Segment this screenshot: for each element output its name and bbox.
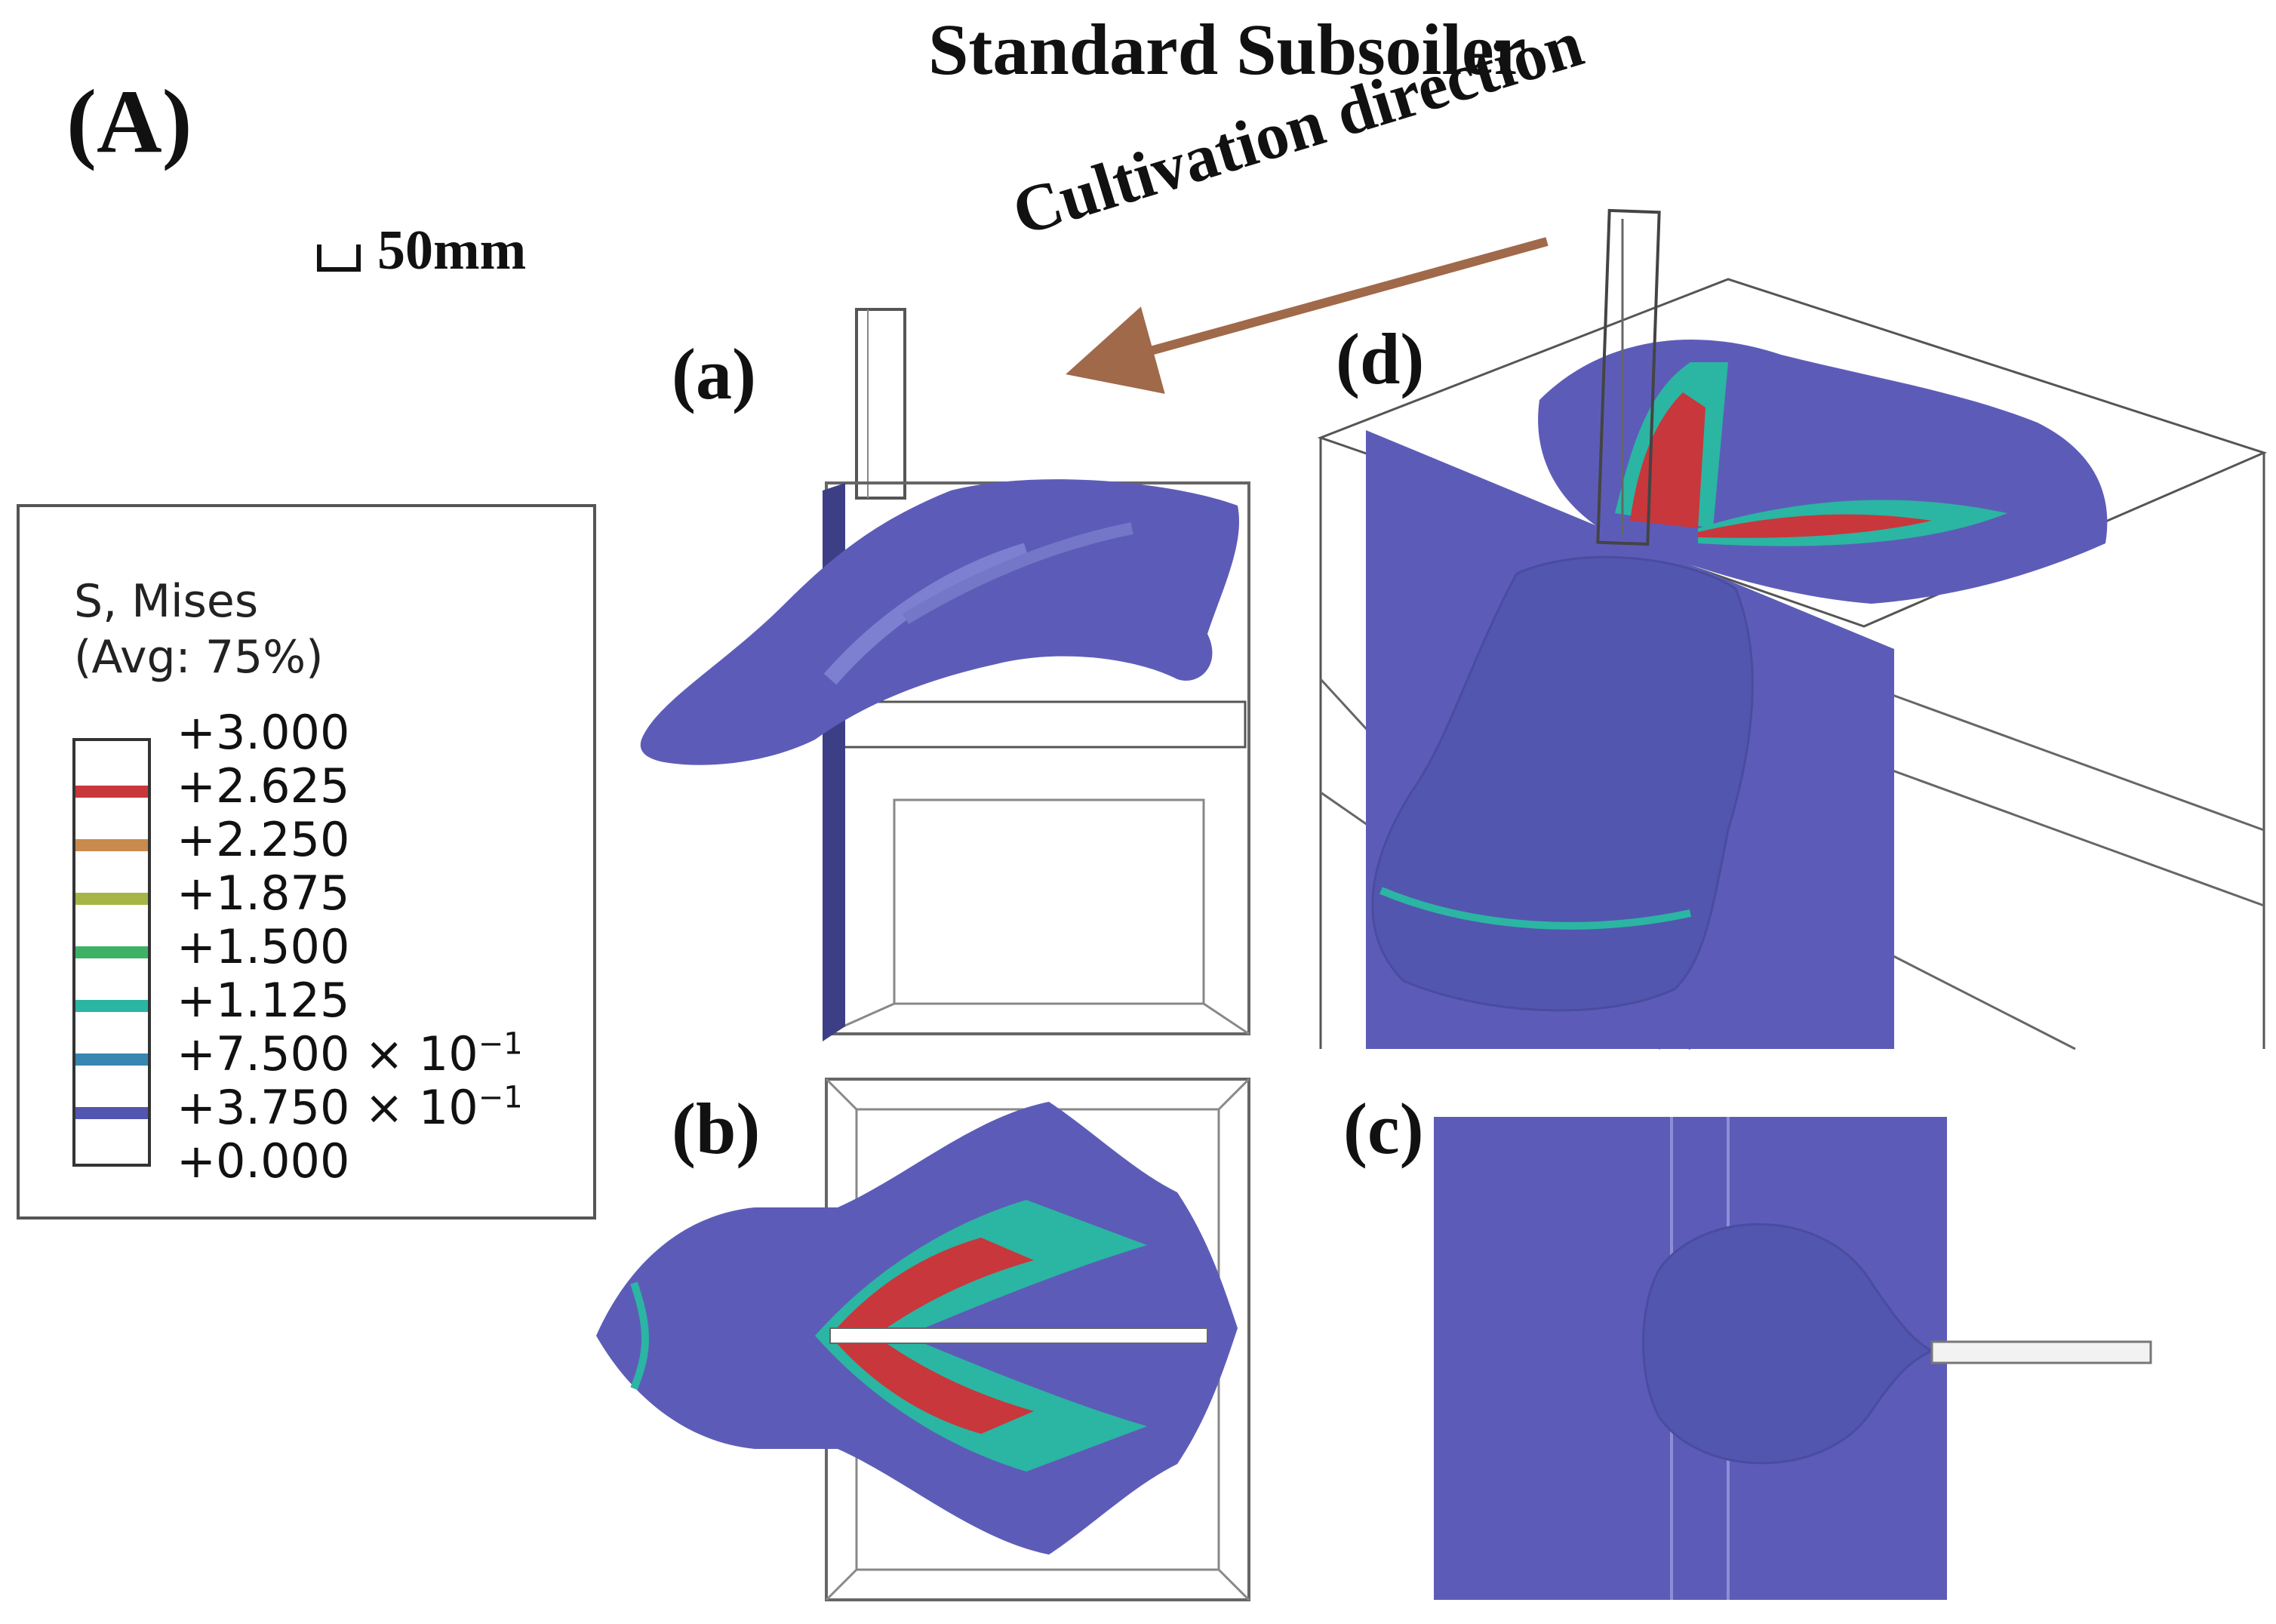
legend-value-text: +0.000 (177, 1133, 350, 1189)
legend-value: +2.625 (177, 758, 349, 814)
legend-band (75, 1107, 148, 1119)
legend-value-text: +2.625 (177, 758, 350, 814)
view-b-label: (b) (672, 1088, 761, 1169)
scale-bar-icon (317, 245, 361, 272)
legend-title-line1: S, Mises (74, 575, 259, 628)
scale-bar: 50mm (317, 219, 526, 283)
panel-label: (A) (66, 71, 192, 171)
legend-value: +1.500 (177, 919, 349, 974)
figure-title: Standard Subsoiler (928, 9, 1527, 90)
stress-legend: S, Mises (Avg: 75%) +3.000+2.625+2.250+1… (17, 504, 596, 1220)
view-d-label: (d) (1336, 318, 1425, 399)
legend-value: +2.250 (177, 812, 349, 867)
legend-value-exponent: −1 (478, 1080, 523, 1115)
legend-value: +7.500 × 10−1 (177, 1026, 523, 1081)
legend-value: +0.000 (177, 1133, 349, 1189)
view-a-label: (a) (672, 334, 756, 414)
legend-value-text: +1.875 (177, 866, 350, 921)
legend-value: +1.125 (177, 973, 349, 1028)
legend-value: +1.875 (177, 866, 349, 921)
legend-value-exponent: −1 (478, 1026, 523, 1062)
direction-arrow (1066, 237, 1549, 394)
scale-bar-label: 50mm (377, 220, 527, 281)
view-c-front (1434, 1117, 2152, 1600)
view-a-side (640, 308, 1250, 1041)
legend-band (75, 893, 148, 905)
legend-title: S, Mises (Avg: 75%) (74, 574, 324, 685)
legend-value-text: +1.500 (177, 919, 350, 974)
view-b-top (596, 1078, 1250, 1601)
legend-value: +3.750 × 10−1 (177, 1080, 523, 1135)
legend-band (75, 946, 148, 958)
view-c-label: (c) (1343, 1088, 1424, 1169)
legend-value-text: +3.750 × 10 (177, 1080, 478, 1135)
legend-band (75, 786, 148, 798)
legend-band (75, 1000, 148, 1012)
legend-value-text: +2.250 (177, 812, 350, 867)
legend-title-line2: (Avg: 75%) (74, 631, 324, 684)
view-d-isometric (1317, 208, 2268, 1050)
legend-value-text: +7.500 × 10 (177, 1026, 478, 1081)
legend-band (75, 839, 148, 851)
legend-band (75, 1053, 148, 1066)
legend-color-bar (72, 738, 151, 1167)
legend-value: +3.000 (177, 705, 349, 760)
legend-value-text: +1.125 (177, 973, 350, 1028)
legend-value-text: +3.000 (177, 705, 350, 760)
